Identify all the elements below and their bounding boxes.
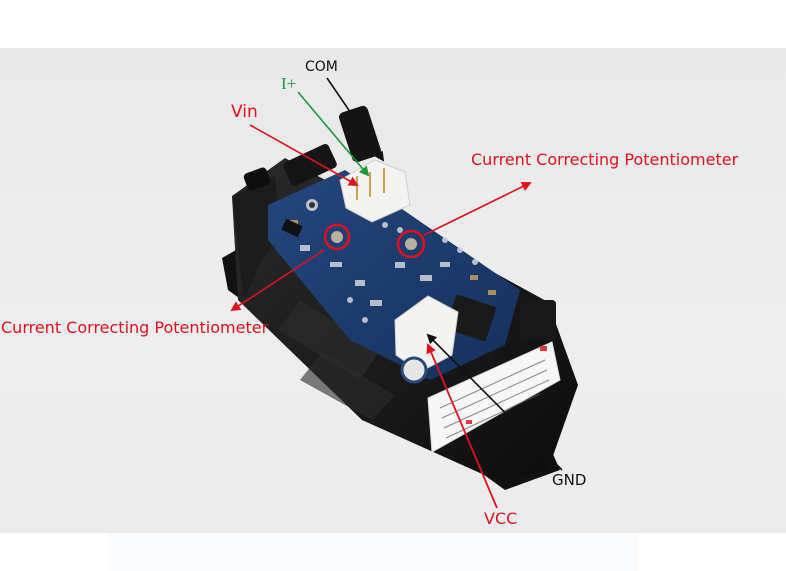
pcb-board	[268, 170, 520, 380]
potentiometer-left	[331, 231, 343, 243]
right-pot-pointer-arrow	[423, 182, 532, 236]
com-pointer-arrow	[326, 77, 385, 162]
gnd-pointer-arrow	[426, 333, 563, 471]
left-pot-pointer-arrow	[230, 249, 325, 312]
vin-pointer-arrow	[249, 124, 359, 186]
right-pot-label: Current Correcting Potentiometer	[471, 150, 739, 169]
bottom-strip	[108, 533, 638, 571]
highlight-circle-left-pot	[323, 223, 351, 251]
com-label: COM	[305, 59, 338, 75]
highlight-circle-right-pot	[396, 229, 426, 259]
vcc-pointer-arrow	[426, 343, 498, 509]
i-plus-pointer-arrow	[297, 91, 370, 177]
vin-label: Vin	[231, 102, 258, 122]
i-plus-label: I+	[281, 74, 297, 93]
potentiometer-right	[405, 238, 417, 250]
left-pot-label: Current Correcting Potentiometer	[1, 318, 269, 337]
bottom-connector	[394, 295, 459, 384]
ic-chip	[445, 294, 497, 342]
gnd-label: GND	[552, 471, 587, 489]
vcc-label: VCC	[484, 509, 518, 528]
